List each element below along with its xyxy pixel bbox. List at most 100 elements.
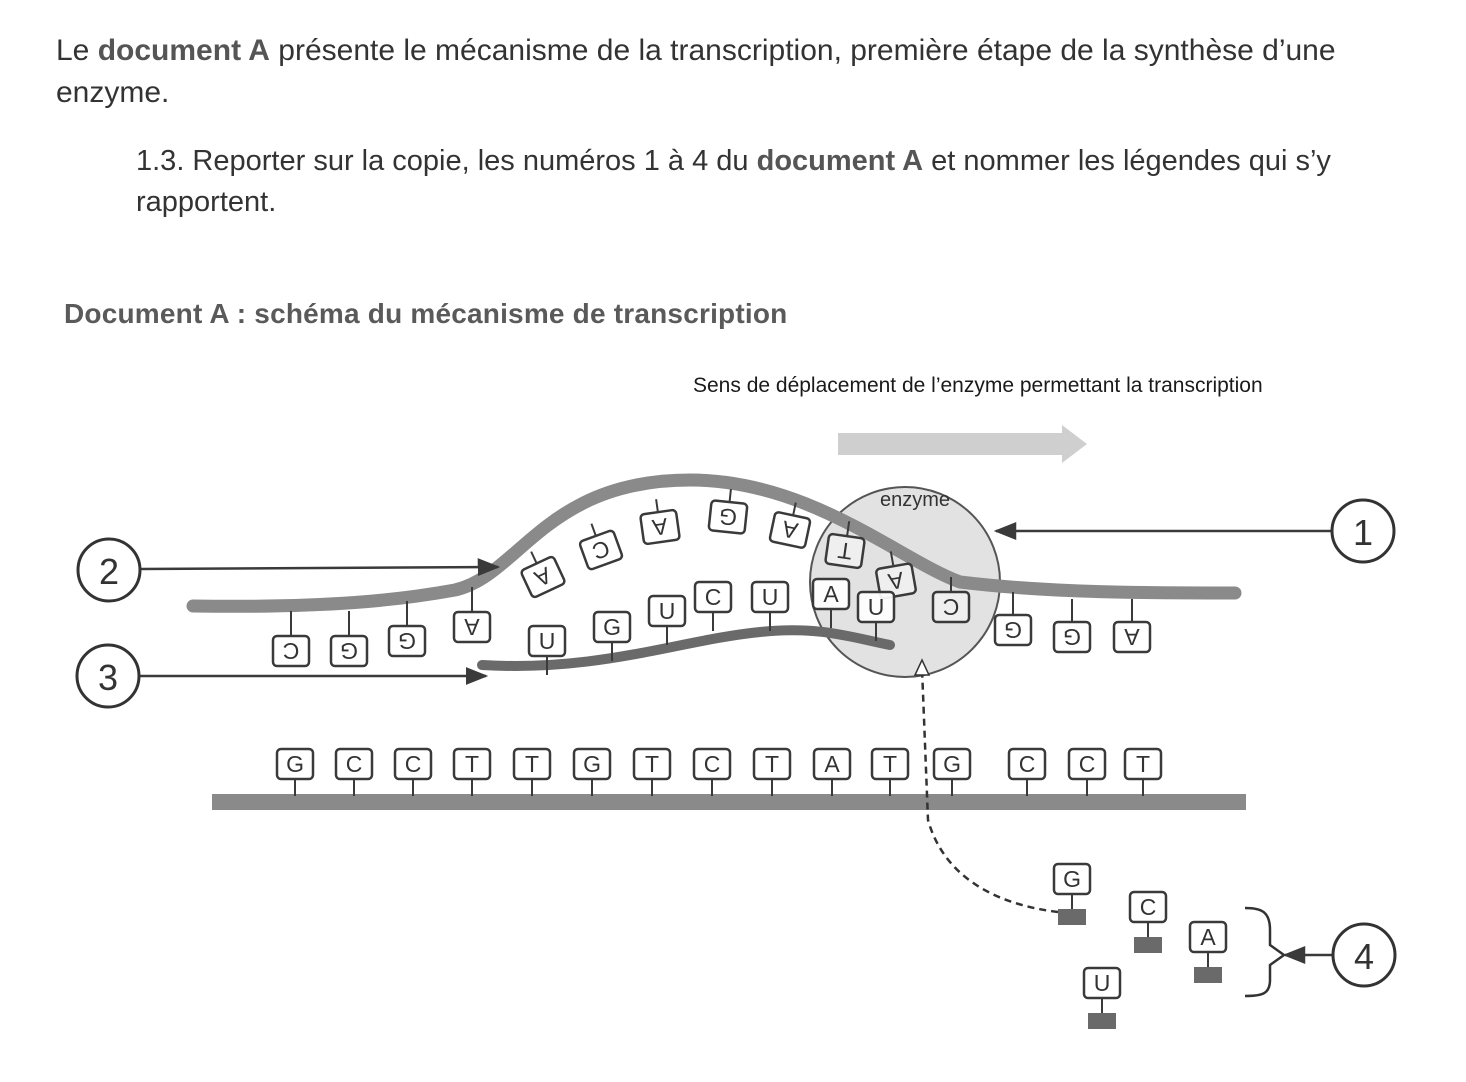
- svg-text:C: C: [346, 751, 363, 777]
- phosphate-group: [1058, 909, 1086, 925]
- svg-text:C: C: [705, 584, 722, 610]
- coding-base: A: [452, 587, 492, 644]
- svg-text:A: A: [779, 516, 800, 545]
- template-base: C: [334, 747, 374, 796]
- svg-text:U: U: [762, 584, 779, 610]
- intro-paragraph: Le document A présente le mécanisme de l…: [56, 34, 1336, 109]
- coding-base: C: [931, 577, 971, 624]
- coding-base: C: [271, 611, 311, 668]
- svg-text:C: C: [405, 751, 422, 777]
- svg-text:U: U: [1094, 970, 1111, 996]
- template-base: A: [812, 747, 852, 796]
- phosphate-group: [1194, 967, 1222, 983]
- upper-dna-strand: [186, 473, 1242, 613]
- callout-2-number: 2: [99, 551, 119, 592]
- svg-text:C: C: [1140, 894, 1157, 920]
- callout-2: 2: [76, 537, 142, 603]
- coding-base: G: [993, 592, 1033, 647]
- question-1-3: 1.3. Reporter sur la copie, les numéros …: [136, 145, 1331, 218]
- svg-text:C: C: [1019, 751, 1036, 777]
- rna-base: U: [856, 590, 896, 641]
- phosphate-group: [1088, 1013, 1116, 1029]
- callout-3-number: 3: [98, 657, 118, 698]
- coding-base: A: [768, 502, 812, 549]
- supply-arrowhead: [913, 658, 931, 676]
- svg-text:C: C: [283, 638, 300, 664]
- rna-base: U: [647, 594, 687, 645]
- svg-text:G: G: [718, 503, 739, 531]
- template-base: T: [632, 747, 672, 796]
- template-base: G: [275, 747, 315, 796]
- free-nucleotide: A: [1188, 920, 1228, 969]
- intro-doc-ref: document A: [97, 34, 270, 67]
- callout-3: 3: [75, 643, 141, 709]
- coding-base: T: [824, 521, 866, 570]
- coding-base: G: [387, 601, 427, 658]
- svg-text:G: G: [286, 751, 304, 777]
- template-base: C: [393, 747, 433, 796]
- svg-text:T: T: [645, 751, 659, 777]
- coding-base: A: [520, 551, 566, 599]
- svg-text:G: G: [1063, 866, 1081, 892]
- rna-base: C: [693, 580, 733, 631]
- direction-label: Sens de déplacement de l’enzyme permetta…: [693, 374, 1263, 397]
- callout-4: 4: [1331, 922, 1397, 988]
- template-dna-strand: [212, 794, 1246, 810]
- svg-text:G: G: [398, 628, 416, 654]
- free-nucleotide: C: [1128, 890, 1168, 939]
- svg-text:A: A: [1124, 624, 1140, 650]
- template-base: G: [572, 747, 612, 796]
- template-base: T: [512, 747, 552, 796]
- svg-text:G: G: [943, 751, 961, 777]
- template-base: C: [692, 747, 732, 796]
- coding-base: G: [1052, 599, 1092, 654]
- template-base: T: [452, 747, 492, 796]
- coding-base: A: [1112, 599, 1152, 654]
- template-base: T: [752, 747, 792, 796]
- rna-base: U: [527, 624, 567, 675]
- svg-text:T: T: [883, 751, 897, 777]
- free-nucleotides-bracket: [1244, 906, 1287, 998]
- template-base: T: [870, 747, 910, 796]
- svg-text:T: T: [836, 537, 854, 565]
- svg-text:T: T: [465, 751, 479, 777]
- svg-text:C: C: [1079, 751, 1096, 777]
- coding-base: A: [875, 551, 917, 600]
- rna-base: U: [750, 580, 790, 631]
- svg-text:A: A: [650, 513, 669, 541]
- coding-base: A: [639, 499, 681, 546]
- free-nucleotide: G: [1052, 862, 1092, 911]
- callout-2-leader: [139, 558, 501, 577]
- svg-text:G: G: [1063, 624, 1081, 650]
- free-nucleotide: U: [1082, 966, 1122, 1015]
- document-title: Document A : schéma du mécanisme de tran…: [64, 298, 788, 329]
- svg-text:C: C: [704, 751, 721, 777]
- coding-base: C: [578, 523, 624, 571]
- svg-text:U: U: [868, 594, 885, 620]
- svg-text:A: A: [824, 751, 840, 777]
- rna-strand: [477, 625, 895, 671]
- rna-base: A: [811, 577, 851, 628]
- svg-text:G: G: [603, 614, 621, 640]
- svg-text:G: G: [1004, 617, 1022, 643]
- svg-text:T: T: [1136, 751, 1150, 777]
- svg-text:C: C: [943, 594, 960, 620]
- phosphate-group: [1134, 937, 1162, 953]
- coding-base: G: [329, 611, 369, 668]
- svg-text:A: A: [464, 614, 480, 640]
- template-base: G: [932, 747, 972, 796]
- nucleotide-supply-path: [920, 667, 1059, 914]
- svg-text:U: U: [659, 598, 676, 624]
- question-doc-ref: document A: [756, 145, 924, 177]
- svg-text:G: G: [340, 638, 358, 664]
- direction-arrow: [838, 425, 1087, 463]
- svg-text:A: A: [823, 581, 839, 607]
- template-base: C: [1007, 747, 1047, 796]
- svg-text:A: A: [886, 567, 906, 595]
- svg-text:T: T: [525, 751, 539, 777]
- coding-base: G: [707, 489, 749, 535]
- template-base: C: [1067, 747, 1107, 796]
- svg-text:U: U: [539, 628, 556, 654]
- enzyme-label: enzyme: [880, 489, 950, 511]
